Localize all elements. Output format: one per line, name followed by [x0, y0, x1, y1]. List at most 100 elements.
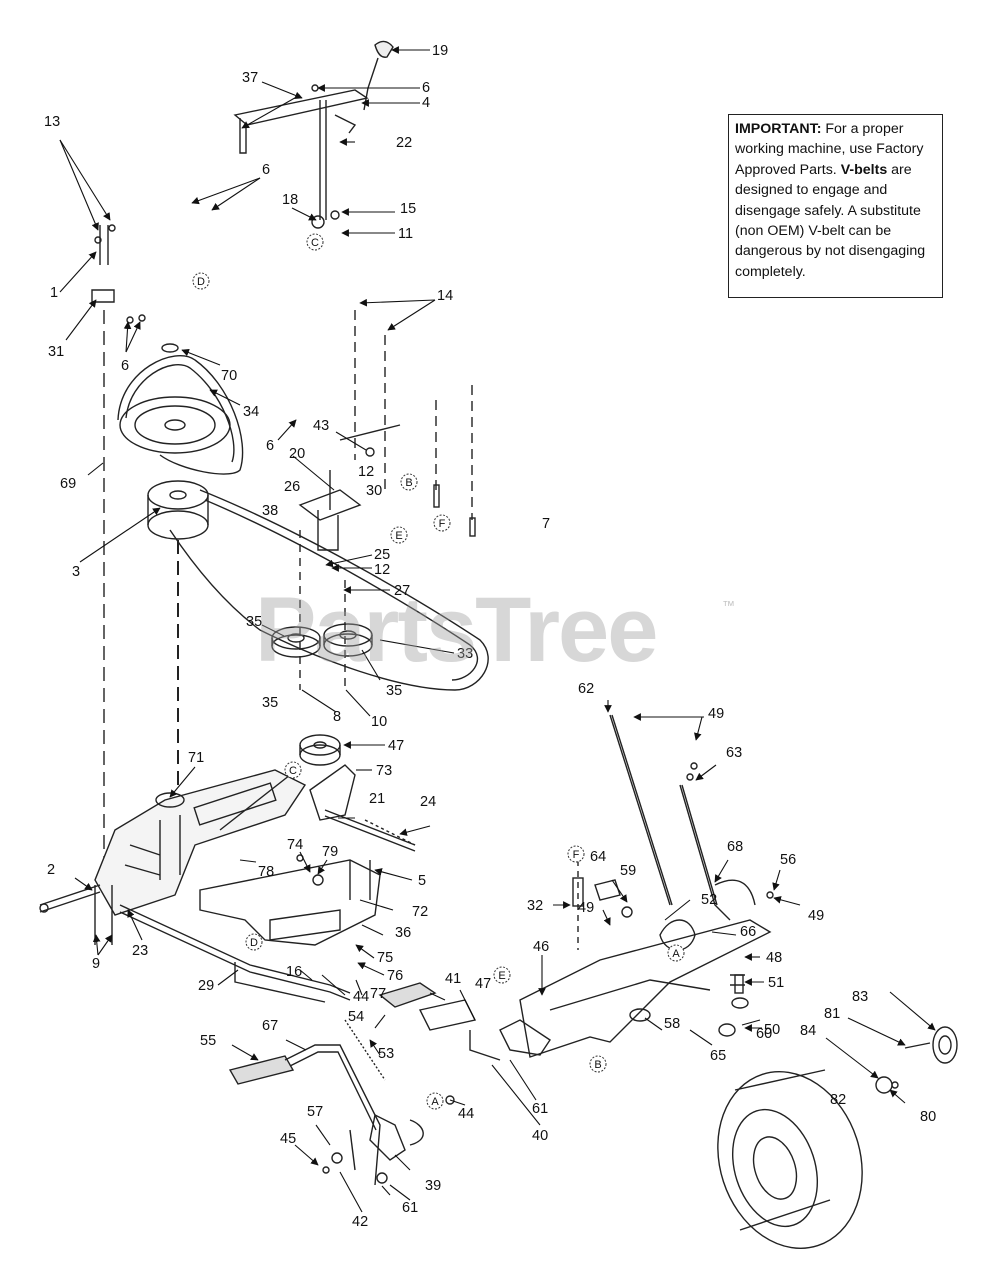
- callout-c52: 52: [701, 892, 717, 908]
- ref-letter: E: [395, 530, 402, 542]
- ref-letter: E: [498, 970, 505, 982]
- callout-c40: 40: [532, 1128, 548, 1144]
- callout-c2: 2: [47, 862, 55, 878]
- callout-c6d: 6: [266, 438, 274, 454]
- callout-c71: 71: [188, 750, 204, 766]
- callout-c49a: 49: [708, 706, 724, 722]
- callout-c32: 32: [527, 898, 543, 914]
- callout-c39: 39: [425, 1178, 441, 1194]
- callout-c84: 84: [800, 1023, 816, 1039]
- ref-letter: B: [405, 477, 412, 489]
- callout-c44a: 44: [353, 989, 369, 1005]
- ref-marker-rE1: E: [390, 526, 408, 544]
- callout-c66: 66: [740, 924, 756, 940]
- callout-c9: 9: [92, 956, 100, 972]
- axle-frame: [469, 919, 772, 1061]
- frame-bracket: [199, 774, 381, 946]
- callout-c78: 78: [258, 864, 274, 880]
- callout-c38: 38: [262, 503, 278, 519]
- leader-lines: [59, 46, 936, 1213]
- callout-c64: 64: [590, 849, 606, 865]
- callout-c72: 72: [412, 904, 428, 920]
- callout-c6c: 6: [121, 358, 129, 374]
- watermark-trademark: ™: [722, 598, 735, 613]
- ref-marker-rA2: A: [426, 1092, 444, 1110]
- idler-bracket: [298, 310, 476, 690]
- callout-c61b: 61: [402, 1200, 418, 1216]
- callout-c11: 11: [398, 226, 413, 242]
- callout-c35b: 35: [386, 683, 402, 699]
- ref-marker-rC1: C: [306, 233, 324, 251]
- right-linkage: [572, 714, 774, 951]
- callout-c23: 23: [132, 943, 148, 959]
- ref-marker-rB1: B: [400, 473, 418, 491]
- callout-c30: 30: [366, 483, 382, 499]
- ref-letter: F: [573, 849, 580, 861]
- callout-c33: 33: [457, 646, 473, 662]
- callout-c55: 55: [200, 1033, 216, 1049]
- callout-c1: 1: [50, 285, 58, 301]
- callout-c73: 73: [376, 763, 392, 779]
- callout-c34: 34: [243, 404, 259, 420]
- callout-c56: 56: [780, 852, 796, 868]
- callout-c13: 13: [44, 114, 60, 130]
- callout-c54: 54: [348, 1009, 364, 1025]
- callout-c81: 81: [824, 1006, 840, 1022]
- ref-marker-rD1: D: [192, 272, 210, 290]
- callout-c62: 62: [578, 681, 594, 697]
- callout-c53: 53: [378, 1046, 394, 1062]
- clutch-pulley: [147, 480, 209, 790]
- callout-c45: 45: [280, 1131, 296, 1147]
- transmission-pulley-bracket: [299, 734, 416, 852]
- ref-marker-rB2: B: [589, 1055, 607, 1073]
- ref-marker-rD2: D: [245, 933, 263, 951]
- callout-c15: 15: [400, 201, 416, 217]
- ref-letter: D: [250, 937, 258, 949]
- callout-c63: 63: [726, 745, 742, 761]
- ref-marker-rE2: E: [493, 966, 511, 984]
- callout-c70: 70: [221, 368, 237, 384]
- callout-c48: 48: [766, 950, 782, 966]
- callout-c61a: 61: [532, 1101, 548, 1117]
- callout-c82: 82: [830, 1092, 846, 1108]
- callout-c19: 19: [432, 43, 448, 59]
- callout-c22: 22: [396, 135, 412, 151]
- pedal-assembly: [228, 982, 477, 1186]
- callout-c24: 24: [420, 794, 436, 810]
- callout-c6b: 6: [262, 162, 270, 178]
- note-heading: IMPORTANT:: [735, 121, 822, 137]
- callout-c27: 27: [394, 583, 410, 599]
- callout-c49c: 49: [808, 908, 824, 924]
- ref-letter: C: [311, 237, 319, 249]
- callout-c74: 74: [287, 837, 303, 853]
- ref-marker-rC2: C: [284, 761, 302, 779]
- note-vbelts: V-belts: [840, 161, 888, 178]
- callout-c47a: 47: [388, 738, 404, 754]
- callout-c50: 50: [764, 1022, 780, 1038]
- callout-c36: 36: [395, 925, 411, 941]
- callout-c83: 83: [852, 989, 868, 1005]
- drive-belt: [169, 489, 489, 691]
- callout-c44b: 44: [458, 1106, 474, 1122]
- steering-shaft: [91, 224, 146, 860]
- important-note-box: IMPORTANT: For a proper working machine,…: [728, 114, 943, 298]
- callout-c65: 65: [710, 1048, 726, 1064]
- ref-marker-rA1: A: [667, 944, 685, 962]
- ref-letter: F: [439, 518, 446, 530]
- callout-c69: 69: [60, 476, 76, 492]
- callout-c12a: 12: [358, 464, 374, 480]
- callout-c57: 57: [307, 1104, 323, 1120]
- callout-c46: 46: [533, 939, 549, 955]
- callout-c26: 26: [284, 479, 300, 495]
- callout-c35a: 35: [246, 614, 262, 630]
- callout-c51: 51: [768, 975, 784, 991]
- callout-c43: 43: [313, 418, 329, 434]
- callout-c29: 29: [198, 978, 214, 994]
- callout-c35c: 35: [262, 695, 278, 711]
- upper-pulley-belt: [117, 343, 244, 475]
- ref-letter: C: [289, 765, 297, 777]
- rear-wheel: [717, 1069, 863, 1249]
- callout-c21: 21: [369, 791, 385, 807]
